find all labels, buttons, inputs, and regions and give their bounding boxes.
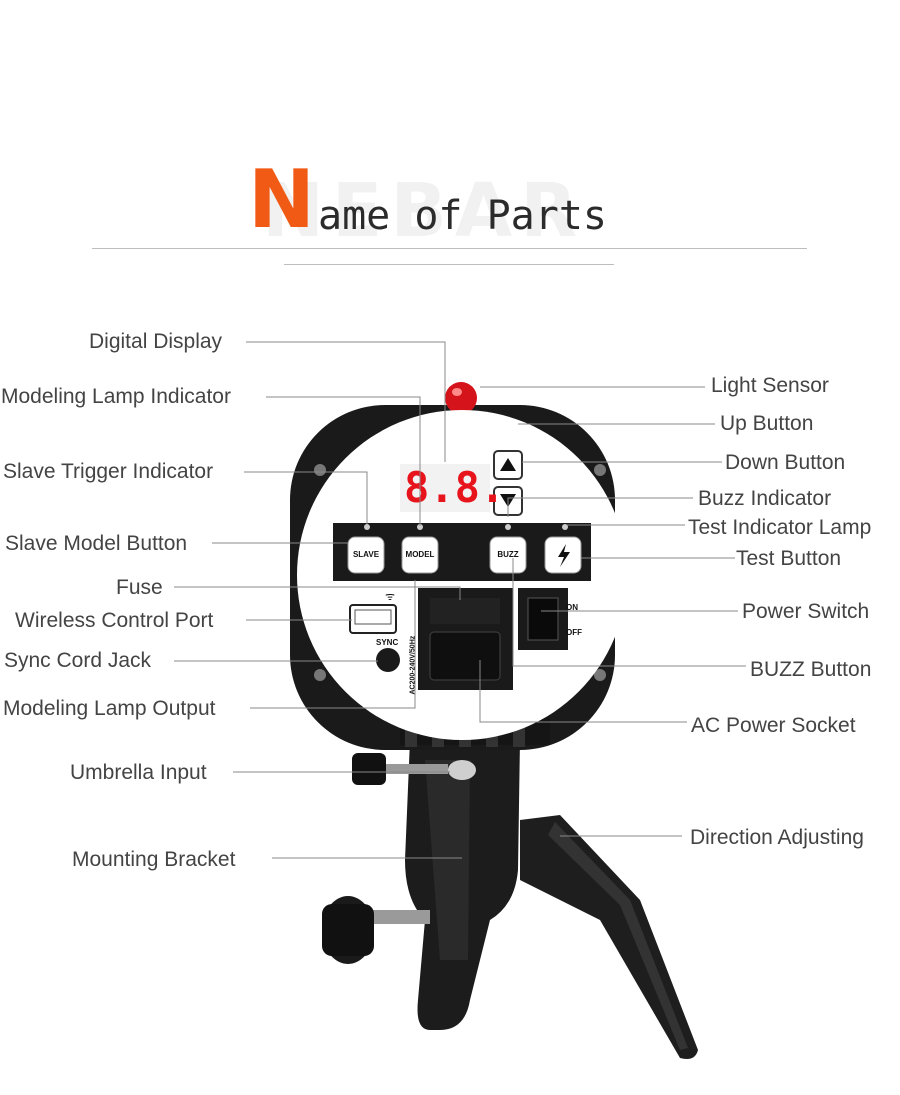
sync-label: SYNC <box>376 638 399 647</box>
model-button[interactable]: MODEL <box>405 550 435 559</box>
display-window <box>400 464 490 512</box>
title-area: NEBAR N ame of Parts <box>0 0 900 300</box>
up-arrow-icon <box>500 458 516 471</box>
label-direction-adjusting: Direction Adjusting <box>690 826 864 849</box>
brand-watermark: NEBAR <box>262 168 586 254</box>
slave-button-shape <box>347 536 385 574</box>
test-indicator-dot <box>562 524 568 530</box>
wifi-icon: ᯤ <box>385 591 395 603</box>
label-wireless-control-port: Wireless Control Port <box>15 609 214 632</box>
title-text: ame of Parts <box>318 193 607 239</box>
direction-handle-shape <box>520 815 698 1059</box>
label-ac-power-socket: AC Power Socket <box>691 714 856 737</box>
label-sync-cord-jack: Sync Cord Jack <box>4 649 152 672</box>
lightning-icon <box>558 544 570 567</box>
label-mounting-bracket: Mounting Bracket <box>72 848 236 871</box>
lower-knob-shape <box>322 896 430 964</box>
umbrella-knob-shape <box>352 753 476 785</box>
label-modeling-lamp-indicator: Modeling Lamp Indicator <box>1 385 231 408</box>
label-slave-trigger-indicator: Slave Trigger Indicator <box>3 460 214 483</box>
switch-off-label: OFF <box>566 628 582 637</box>
label-buzz-button: BUZZ Button <box>750 658 872 681</box>
label-slave-model-button: Slave Model Button <box>5 532 188 555</box>
light-sensor-highlight <box>452 388 462 396</box>
title-divider <box>92 248 807 249</box>
buzz-indicator-dot <box>505 524 511 530</box>
switch-on-label: ON <box>566 603 578 612</box>
title-subdivider <box>284 264 614 265</box>
digital-display-readout: 8.8. <box>404 463 506 512</box>
buzz-button[interactable]: BUZZ <box>497 550 519 559</box>
title-initial: N <box>248 153 315 246</box>
label-modeling-lamp-output: Modeling Lamp Output <box>3 697 216 720</box>
model-indicator-dot <box>417 524 423 530</box>
model-button-shape <box>401 536 439 574</box>
usb-port-inner <box>354 609 392 625</box>
label-test-indicator-lamp: Test Indicator Lamp <box>688 516 872 539</box>
label-power-switch: Power Switch <box>742 600 870 623</box>
ac-socket-inner <box>429 631 501 681</box>
power-rocker-shape <box>527 597 559 641</box>
mounting-bracket-shape <box>405 740 520 1030</box>
label-test-button: Test Button <box>736 547 842 570</box>
buzz-button-shape <box>489 536 527 574</box>
sync-jack-shape <box>376 648 400 672</box>
slave-indicator-dot <box>364 524 370 530</box>
slave-button[interactable]: SLAVE <box>352 550 380 559</box>
label-buzz-indicator: Buzz Indicator <box>698 487 832 510</box>
fuse-holder-shape <box>430 598 500 624</box>
label-up-button: Up Button <box>720 412 814 435</box>
label-down-button: Down Button <box>725 451 846 474</box>
label-digital-display: Digital Display <box>89 330 223 353</box>
label-umbrella-input: Umbrella Input <box>70 761 207 784</box>
label-fuse: Fuse <box>116 576 163 599</box>
label-light-sensor: Light Sensor <box>711 374 829 397</box>
